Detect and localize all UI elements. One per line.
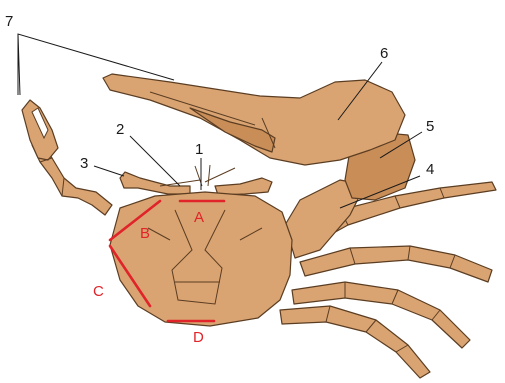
leader-3 [94,166,124,176]
label-6: 6 [380,45,388,62]
label-4: 4 [426,161,434,178]
label-5: 5 [426,118,434,135]
label-2: 2 [116,121,124,138]
label-3: 3 [80,155,88,172]
label-1: 1 [195,141,203,158]
label-d: D [193,329,204,346]
label-c: C [93,283,104,300]
label-a: A [194,209,204,226]
walking-leg-4 [280,306,430,378]
walking-leg-2 [300,246,492,282]
eyestalks [120,165,272,195]
label-b: B [140,225,150,242]
label-7: 7 [5,13,13,30]
minor-cheliped [22,100,112,215]
big-claw-6 [103,74,405,165]
eyestalk-right [215,178,272,195]
